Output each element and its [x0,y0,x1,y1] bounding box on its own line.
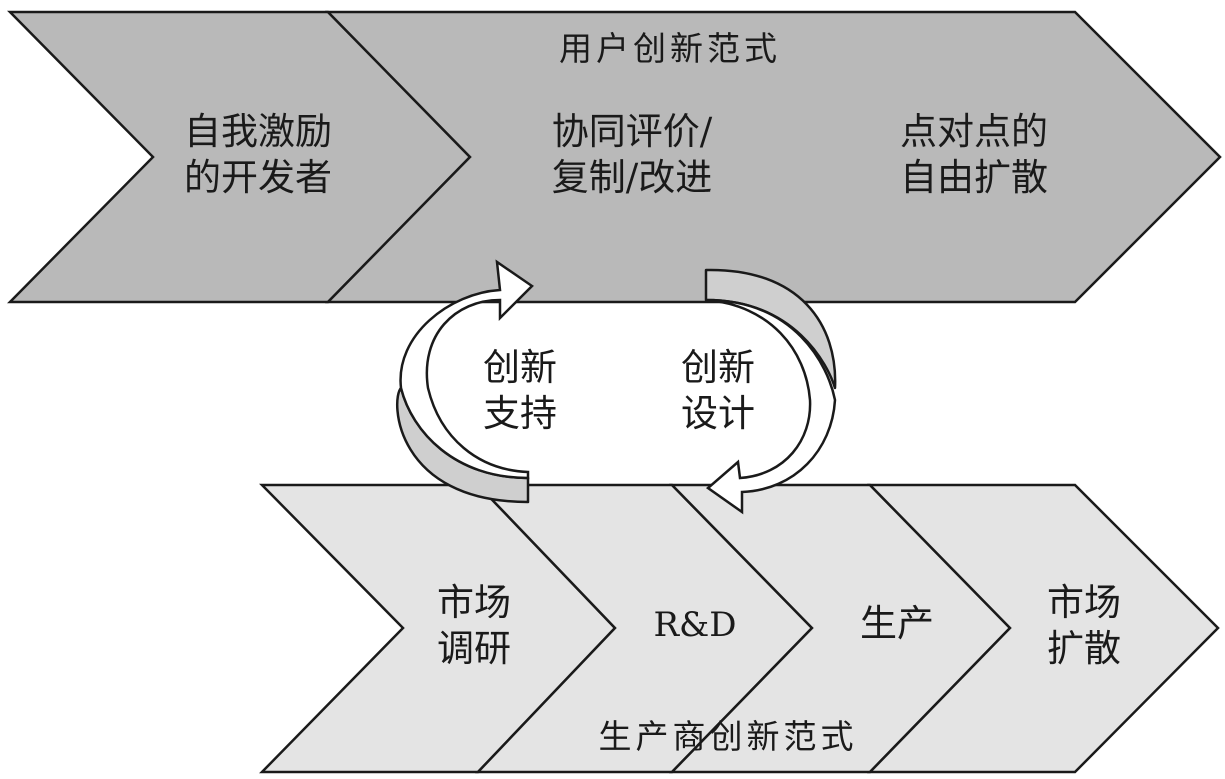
producer-step-1-line2: 调研 [437,627,511,670]
left-curved-arrow [395,259,534,504]
producer-step-1-line1: 市场 [437,581,511,624]
producer-paradigm-title: 生产商创新范式 [599,717,858,756]
user-steps-2-3-chevron [325,10,1222,304]
link-right-line2: 设计 [681,392,755,435]
link-left-line1: 创新 [483,346,557,389]
user-paradigm-title: 用户创新范式 [559,29,781,68]
producer-paradigm-band [259,483,1220,774]
user-step-2-line2: 复制/改进 [552,156,712,199]
left-arrow-body [399,259,534,480]
producer-step-3-label: 生产 [860,602,934,645]
link-left-line2: 支持 [483,392,557,435]
right-arrow-body [705,298,837,515]
producer-step-4-chevron [867,483,1220,774]
user-step-2-line1: 协同评价/ [552,110,713,153]
user-step-1-line1: 自我激励 [184,110,332,153]
user-step-3-line2: 自由扩散 [900,156,1048,199]
user-paradigm-band [7,10,1222,304]
user-step-3-line1: 点对点的 [900,110,1048,153]
producer-step-2-label: R&D [653,605,736,645]
user-step-1-line2: 的开发者 [184,156,332,199]
producer-step-4-line1: 市场 [1047,581,1121,624]
producer-step-4-line2: 扩散 [1047,627,1121,670]
link-right-line1: 创新 [681,346,755,389]
right-curved-arrow [704,268,837,515]
